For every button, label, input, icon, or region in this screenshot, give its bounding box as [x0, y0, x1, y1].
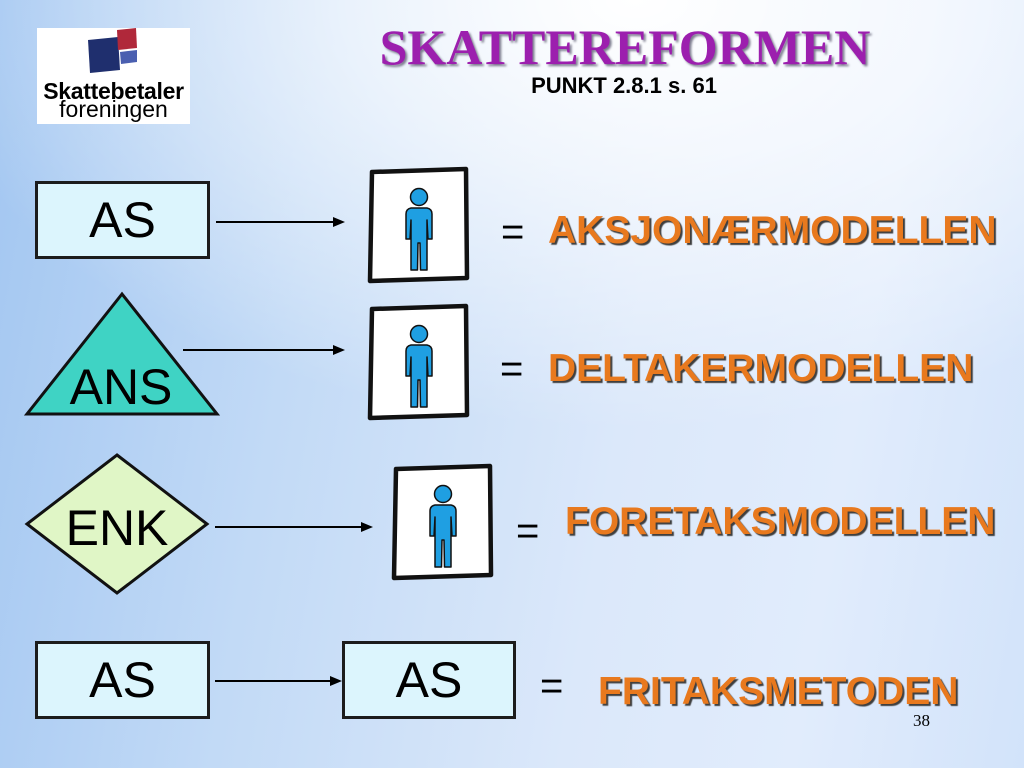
person-card	[367, 303, 470, 421]
enk-diamond	[24, 453, 210, 595]
slide-title: SKATTEREFORMEN	[379, 19, 871, 75]
as-box: AS	[35, 181, 210, 259]
equals-sign: =	[501, 210, 525, 254]
arrow-row1	[216, 217, 345, 227]
equals-sign: =	[500, 347, 524, 391]
arrow-row3	[215, 522, 373, 532]
logo: Skattebetaler foreningen	[37, 28, 190, 124]
as-box-label: AS	[89, 192, 156, 248]
person-icon	[429, 484, 457, 568]
person-card	[367, 166, 470, 284]
equals-sign: =	[516, 509, 540, 553]
model-label: DELTAKERMODELLEN	[548, 347, 974, 390]
arrow-row2	[183, 345, 345, 355]
logo-text-line1: Skattebetaler	[43, 78, 184, 104]
as-box-label: AS	[89, 652, 156, 708]
model-label: FORETAKSMODELLEN	[565, 500, 996, 543]
slide-subtitle: PUNKT 2.8.1 s. 61	[531, 73, 717, 98]
person-icon	[405, 187, 433, 271]
equals-sign: =	[540, 664, 564, 708]
as-target-box: AS	[342, 641, 516, 719]
model-label: FRITAKSMETODEN	[598, 670, 959, 713]
as-target-box-label: AS	[395, 652, 463, 708]
flag-logo-icon	[88, 28, 137, 73]
page-number: 38	[913, 711, 930, 730]
person-card	[391, 463, 494, 581]
as-box: AS	[35, 641, 210, 719]
person-icon	[405, 324, 433, 408]
model-label: AKSJONÆRMODELLEN	[548, 209, 997, 252]
enk-label: ENK	[65, 500, 169, 556]
logo-text-line2: foreningen	[59, 96, 168, 122]
ans-label: ANS	[69, 359, 173, 415]
arrow-row4	[215, 676, 342, 686]
ans-triangle	[23, 291, 221, 416]
